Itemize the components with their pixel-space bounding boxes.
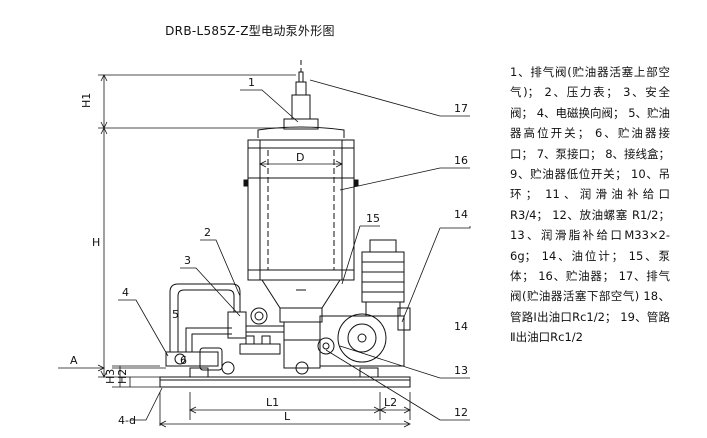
- reservoir-cylinder: [243, 126, 359, 281]
- callout-5: 5: [172, 308, 179, 321]
- legend-item: 8、接线盒；: [605, 146, 671, 161]
- callout-14-upper: 14: [454, 208, 468, 221]
- dim-holes: 4-d: [118, 414, 136, 427]
- legend-item: 7、泵接口；: [536, 146, 602, 161]
- level-switch-stack: [239, 335, 281, 355]
- legend-item: 5、贮油器高位开关；: [510, 105, 671, 141]
- legend-item: 13、润滑脂补给口M33×2-6g；: [510, 228, 670, 263]
- pump-body: [317, 313, 405, 367]
- motor: [361, 239, 411, 331]
- legend-item: 12、放油螺塞 R1/2；: [552, 207, 670, 222]
- legend-item: 9、贮油器低位开关；: [510, 167, 627, 182]
- parts-legend: 1、排气阀(贮油器活塞上部空气)； 2、压力表； 3、安全阀； 4、电磁换向阀；…: [510, 62, 670, 348]
- dim-H2: H2: [116, 369, 129, 384]
- view-arrow-A: A: [70, 354, 78, 367]
- callout-13: 13: [454, 364, 468, 377]
- reservoir-funnel: [261, 279, 341, 369]
- dim-L2: L2: [384, 396, 397, 409]
- callout-17: 17: [454, 102, 468, 115]
- legend-item: 16、贮油器；: [538, 269, 615, 284]
- pump-outline-drawing: 1 2 3 4 5 6 12 13 14 14 15 16 17 H1 H H3…: [58, 60, 471, 428]
- legend-item: 1、排气阀(贮油器活塞上部空气)；: [510, 65, 670, 100]
- legend-item: 19、管路Ⅱ出油口Rc1/2: [510, 309, 670, 345]
- callout-15: 15: [366, 212, 380, 225]
- legend-item: 2、压力表；: [544, 85, 618, 100]
- callout-6: 6: [180, 354, 187, 367]
- legend-item: 4、电磁换向阀；: [536, 105, 625, 120]
- drawing-title: DRB-L585Z-Z型电动泵外形图: [165, 24, 335, 38]
- legend-item: 17、排气阀(贮油器活塞下部空气): [510, 269, 671, 304]
- legend-item: 6、贮油器接口；: [510, 126, 670, 161]
- solenoid-valve: [165, 347, 309, 375]
- callout-12: 12: [454, 406, 468, 419]
- leader-lines: [112, 79, 471, 421]
- legend-item: 14、油位计；: [541, 248, 624, 263]
- dim-H3: H3: [104, 369, 117, 384]
- base-frame: [159, 367, 411, 388]
- legend-item: 15、泵体；: [510, 248, 671, 284]
- dim-H1: H1: [80, 93, 93, 108]
- legend-item: 3、安全阀；: [510, 85, 670, 120]
- callout-14-lower: 14: [454, 320, 468, 333]
- left-piping: [169, 283, 284, 352]
- dim-L: L: [284, 410, 291, 423]
- legend-item: 11、润滑油补给口 R3/4；: [510, 187, 671, 222]
- top-vent-valve: [283, 60, 319, 130]
- callout-1: 1: [248, 76, 255, 89]
- dim-D: D: [296, 151, 304, 164]
- callout-16: 16: [454, 154, 468, 167]
- callout-3: 3: [184, 254, 191, 267]
- dimension-lines: [58, 74, 411, 428]
- dim-H: H: [92, 236, 100, 249]
- callout-4: 4: [122, 286, 129, 299]
- legend-item: 18、管路Ⅰ出油口Rc1/2；: [510, 289, 670, 324]
- legend-item: 10、吊环；: [510, 167, 670, 202]
- callout-2: 2: [204, 226, 211, 239]
- dim-L1: L1: [266, 396, 279, 409]
